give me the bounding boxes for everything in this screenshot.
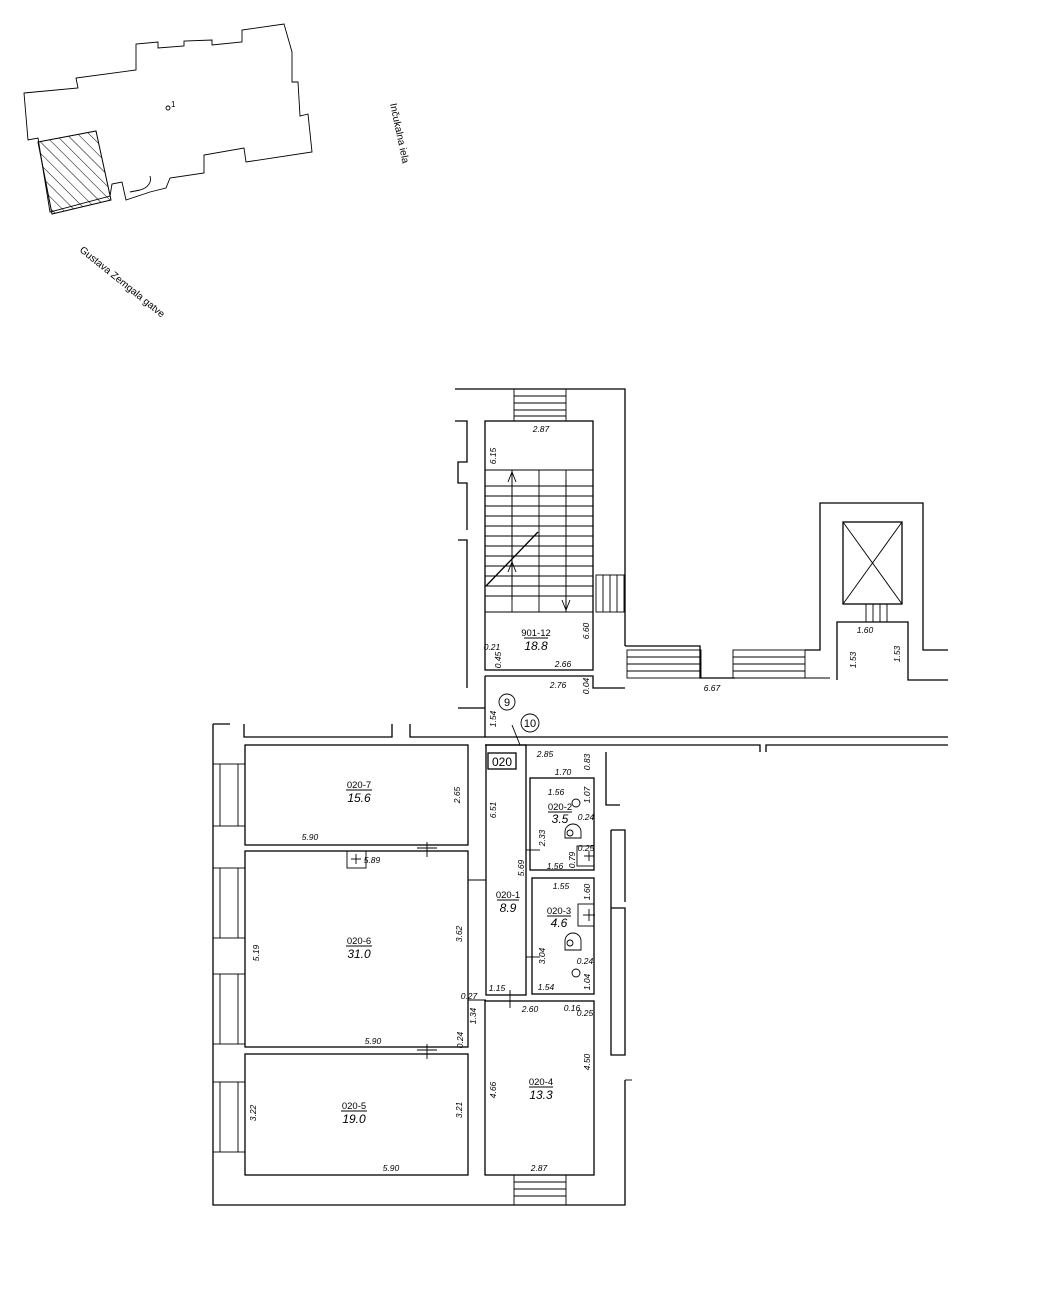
street-label-incukalna: Inčukalna iela (387, 102, 411, 165)
sink-020-6 (346, 850, 367, 869)
dimension-label: 3.04 (537, 947, 547, 964)
dimension-label: 1.15 (489, 983, 506, 993)
dimension-label: 0.24 (455, 1031, 465, 1048)
dimension-label: 1.56 (548, 787, 565, 797)
dimension-label: 2.87 (532, 424, 550, 434)
hatched-area (37, 130, 112, 215)
room-area-020-7: 15.6 (347, 791, 371, 805)
room-id-020-1: 020-1 (496, 890, 520, 901)
dimension-label: 1.60 (582, 883, 592, 900)
room-labels: 901-12 18.8 020-7 15.6 020-6 31.0 020-5 … (341, 628, 572, 1126)
dimension-label: 2.65 (452, 786, 462, 804)
dimension-label: 5.90 (365, 1036, 382, 1046)
room-area-020-5: 19.0 (342, 1112, 366, 1126)
room-id-901-12: 901-12 (521, 628, 551, 639)
dimension-label: 2.85 (536, 749, 554, 759)
dimension-label: 1.54 (488, 710, 498, 727)
room-id-020-7: 020-7 (347, 780, 371, 791)
room-area-901-12: 18.8 (524, 639, 548, 653)
room-area-020-6: 31.0 (347, 947, 371, 961)
windows-left (212, 763, 246, 1153)
dimension-label: 0.79 (567, 851, 577, 868)
dimension-label: 1.55 (553, 881, 570, 891)
dimension-label: 0.25 (578, 843, 595, 853)
marker-9 (498, 693, 516, 711)
walls (212, 388, 948, 1206)
room-area-020-4: 13.3 (529, 1088, 553, 1102)
dimension-label: 0.21 (484, 642, 501, 652)
dimension-label: 6.51 (488, 801, 498, 818)
room-id-020-4: 020-4 (529, 1077, 553, 1088)
dimension-label: 0.24 (578, 812, 595, 822)
dimension-label: 2.76 (549, 680, 567, 690)
dimension-label: 1.34 (468, 1007, 478, 1024)
dimension-label: 5.90 (383, 1163, 400, 1173)
dimension-label: 6.67 (704, 683, 721, 693)
markers: 9 10 020 (492, 693, 540, 769)
marker-9-label: 9 (504, 697, 510, 709)
dimension-label: 1.54 (538, 982, 555, 992)
dimension-label: 0.16 (564, 1003, 581, 1013)
marker-10 (520, 713, 540, 733)
street-label-zemgala: Gustava Zemgala gatve (77, 245, 167, 321)
dimension-label: 0.25 (577, 1008, 594, 1018)
dimension-label: 6.60 (581, 622, 591, 639)
dimension-label: 1.53 (892, 645, 902, 662)
dimension-label: 5.19 (251, 944, 261, 961)
dimension-label: 2.66 (554, 659, 572, 669)
dimension-label: 3.21 (454, 1101, 464, 1118)
room-area-020-1: 8.9 (500, 901, 517, 915)
room-id-020-5: 020-5 (342, 1101, 366, 1112)
dimension-label: 1.07 (582, 786, 592, 803)
point-marker (165, 105, 171, 111)
dimension-label: 3.22 (248, 1104, 258, 1121)
dimension-label: 3.62 (454, 925, 464, 942)
room-020-1 (485, 744, 527, 996)
dimension-label: 2.87 (530, 1163, 548, 1173)
room-020-3 (531, 877, 595, 995)
point-label: 1 (171, 100, 176, 109)
room-id-020-6: 020-6 (347, 936, 371, 947)
dimension-label: 0.45 (493, 651, 503, 668)
room-020-2 (529, 777, 595, 871)
room-area-020-2: 3.5 (552, 812, 569, 826)
marker-10-label: 10 (524, 718, 536, 730)
dimension-label: 0.83 (582, 753, 592, 770)
dimension-label: 6.15 (488, 447, 498, 464)
dimension-label: 0.27 (461, 991, 478, 1001)
floor-label-box (487, 752, 517, 770)
dimension-label: 4.50 (582, 1053, 592, 1070)
dimension-label: 1.60 (857, 625, 874, 635)
room-id-020-2: 020-2 (548, 802, 572, 813)
dimension-label: 5.89 (364, 855, 381, 865)
dimension-label: 0.24 (577, 956, 594, 966)
dimension-label: 2.33 (537, 829, 547, 847)
dimension-labels: 2.87 6.15 6.60 0.21 0.45 2.66 2.76 0.04 … (248, 424, 902, 1173)
entrance-ramp (129, 175, 151, 193)
room-id-020-3: 020-3 (547, 906, 571, 917)
dimension-label: 2.60 (521, 1004, 539, 1014)
dimension-label: 1.04 (582, 973, 592, 990)
site-plan: 1 Inčukalna iela Gustava Zemgala gatve (23, 23, 411, 321)
dimension-label: 1.70 (555, 767, 572, 777)
dimension-label: 0.04 (581, 677, 591, 694)
dimension-label: 4.66 (488, 1081, 498, 1098)
dimension-label: 5.69 (516, 859, 526, 876)
floor-label: 020 (492, 755, 512, 769)
room-area-020-3: 4.6 (551, 916, 568, 930)
dimension-label: 5.90 (302, 832, 319, 842)
building-outline (23, 23, 313, 213)
dimension-label: 1.56 (547, 861, 564, 871)
dimension-label: 1.53 (848, 651, 858, 668)
